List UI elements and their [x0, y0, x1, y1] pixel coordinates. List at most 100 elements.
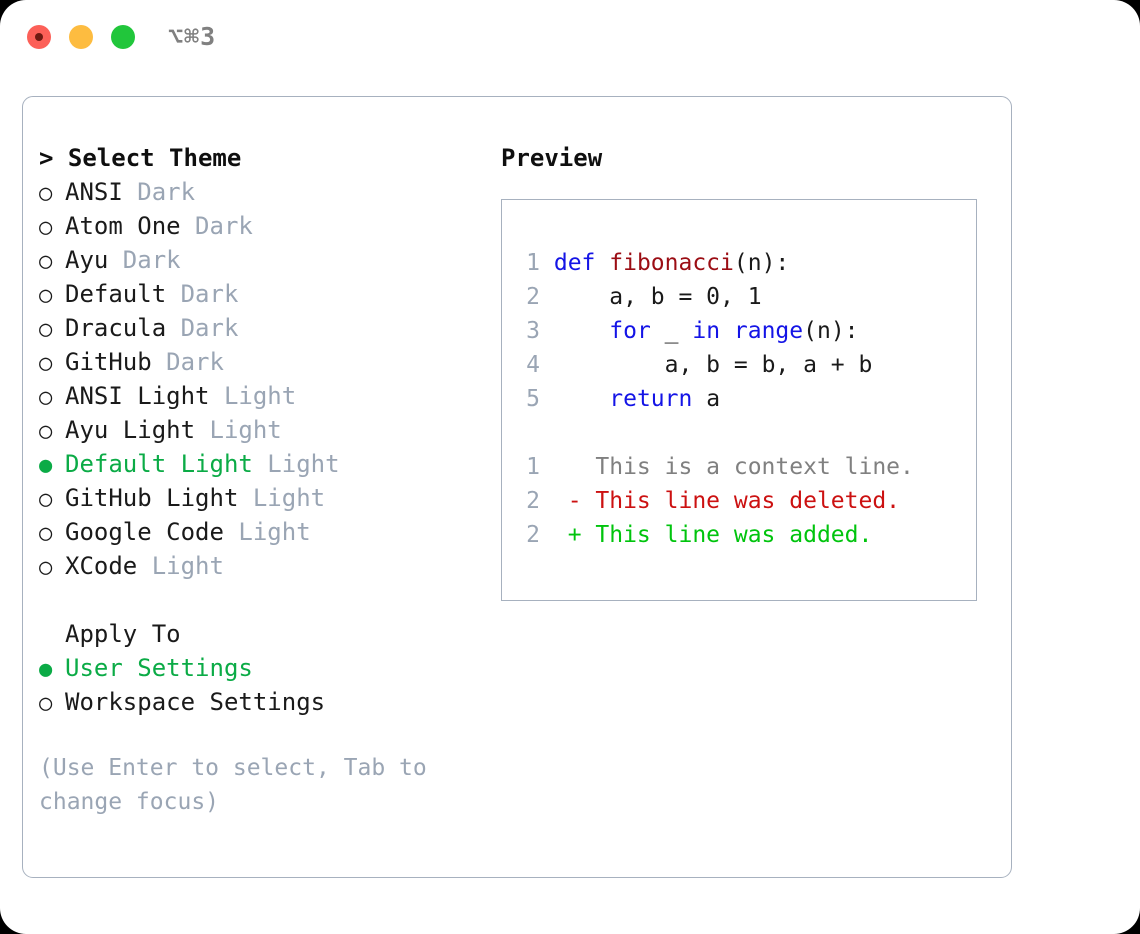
- radio-unselected-icon: ○: [39, 419, 53, 444]
- theme-option-label: ANSI Light: [65, 382, 210, 410]
- theme-list-column: > Select Theme ○ANSI Dark○Atom One Dark○…: [39, 141, 491, 819]
- radio-unselected-icon: ○: [39, 283, 53, 308]
- theme-option[interactable]: ○ Atom One Dark: [39, 209, 491, 243]
- theme-option-tag: Dark: [180, 212, 253, 240]
- theme-option[interactable]: ○ Dracula Dark: [39, 311, 491, 345]
- apply-to-option-label: Workspace Settings: [65, 688, 326, 716]
- diff-line: 1 This is a context line.: [516, 450, 914, 484]
- theme-option-tag: Light: [209, 382, 297, 410]
- code-line: 3 for _ in range(n):: [516, 314, 914, 348]
- traffic-lights: [27, 25, 135, 49]
- select-theme-heading: > Select Theme: [39, 141, 491, 175]
- radio-unselected-icon: ○: [39, 215, 53, 240]
- preview-heading: Preview: [501, 144, 603, 172]
- line-number: 1: [526, 454, 540, 480]
- theme-option-tag: Dark: [166, 314, 239, 342]
- code-line: 2 a, b = 0, 1: [516, 280, 914, 314]
- line-number: 1: [526, 250, 540, 276]
- maximize-button[interactable]: [111, 25, 135, 49]
- theme-option-tag: Dark: [108, 246, 181, 274]
- radio-unselected-icon: ○: [39, 487, 53, 512]
- diff-marker: -: [540, 488, 596, 514]
- theme-option-label: Ayu: [65, 246, 109, 274]
- radio-selected-icon: ●: [39, 657, 53, 682]
- theme-option-label: Atom One: [65, 212, 181, 240]
- apply-to-option[interactable]: ○ Workspace Settings: [39, 685, 491, 719]
- theme-option[interactable]: ●Default Light Light: [39, 447, 491, 481]
- code-token: (n):: [803, 318, 859, 344]
- theme-option[interactable]: ○ XCode Light: [39, 549, 491, 583]
- code-token: for: [553, 318, 665, 344]
- theme-option-label: Dracula: [65, 314, 167, 342]
- code-token: in: [692, 318, 734, 344]
- code-token: def: [553, 250, 610, 276]
- theme-option[interactable]: ○ Ayu Light Light: [39, 413, 491, 447]
- theme-option[interactable]: ○Google Code Light: [39, 515, 491, 549]
- theme-option-label: XCode: [65, 552, 138, 580]
- line-number: 4: [526, 352, 540, 378]
- code-line: 1 def fibonacci(n):: [516, 246, 914, 280]
- theme-option-tag: Light: [137, 552, 224, 580]
- line-number: 3: [526, 318, 540, 344]
- diff-text: This line was added.: [595, 522, 873, 548]
- preview-column: Preview 1 def fibonacci(n):2 a, b = 0, 1…: [501, 141, 997, 601]
- radio-unselected-icon: ○: [39, 351, 53, 376]
- theme-option[interactable]: ○GitHub Light Light: [39, 481, 491, 515]
- code-token: range: [733, 318, 804, 344]
- code-token: fibonacci: [609, 250, 734, 276]
- diff-text: This is a context line.: [595, 454, 914, 480]
- theme-option[interactable]: ○ Ayu Dark: [39, 243, 491, 277]
- line-number: 2: [526, 488, 540, 514]
- close-button[interactable]: [27, 25, 51, 49]
- theme-option-label: Google Code: [65, 518, 224, 546]
- radio-unselected-icon: ○: [39, 555, 53, 580]
- radio-unselected-icon: ○: [39, 691, 53, 716]
- theme-option-tag: Light: [238, 484, 326, 512]
- theme-option-label: Ayu Light: [65, 416, 196, 444]
- theme-option[interactable]: ○ Default Dark: [39, 277, 491, 311]
- code-token: _: [664, 318, 693, 344]
- apply-to-option[interactable]: ● User Settings: [39, 651, 491, 685]
- theme-option[interactable]: ○ANSI Dark: [39, 175, 491, 209]
- diff-text: This line was deleted.: [595, 488, 901, 514]
- theme-option-label: Default Light: [65, 450, 253, 478]
- select-theme-heading-label: Select Theme: [67, 144, 242, 172]
- caret-prompt-icon: >: [39, 144, 68, 172]
- radio-unselected-icon: ○: [39, 317, 53, 342]
- diff-marker: [540, 454, 595, 480]
- line-number: 2: [526, 522, 540, 548]
- diff-line: 2 + This line was added.: [516, 518, 914, 552]
- minimize-button[interactable]: [69, 25, 93, 49]
- keyboard-hint-text: (Use Enter to select, Tab to change focu…: [39, 755, 427, 815]
- theme-option-tag: Dark: [151, 348, 224, 376]
- radio-unselected-icon: ○: [39, 181, 53, 206]
- radio-unselected-icon: ○: [39, 249, 53, 274]
- theme-option-label: GitHub: [65, 348, 152, 376]
- list-spacer: [39, 583, 491, 617]
- theme-option-tag: Light: [195, 416, 282, 444]
- code-token: return: [553, 386, 707, 412]
- line-number: 5: [526, 386, 540, 412]
- title-bar: ⌥⌘3: [0, 0, 1140, 78]
- apply-to-heading-label: Apply To: [65, 620, 181, 648]
- code-token: a: [706, 386, 721, 412]
- theme-option-label: Default: [65, 280, 167, 308]
- theme-list: ○ANSI Dark○Atom One Dark○Ayu Dark○Defaul…: [39, 175, 491, 583]
- apply-to-heading: Apply To: [39, 617, 491, 651]
- theme-selector-panel: > Select Theme ○ANSI Dark○Atom One Dark○…: [22, 96, 1012, 878]
- diff-line: 2 - This line was deleted.: [516, 484, 914, 518]
- apply-to-option-label: User Settings: [65, 654, 253, 682]
- theme-option-tag: Light: [252, 450, 340, 478]
- code-token: a, b = b, a + b: [553, 352, 873, 378]
- theme-option[interactable]: ○ GitHub Dark: [39, 345, 491, 379]
- theme-option-tag: Light: [223, 518, 311, 546]
- theme-option[interactable]: ○ANSI Light Light: [39, 379, 491, 413]
- code-line: 4 a, b = b, a + b: [516, 348, 914, 382]
- theme-option-tag: Dark: [166, 280, 239, 308]
- apply-to-list: ● User Settings ○ Workspace Settings: [39, 651, 491, 719]
- diff-marker: +: [540, 522, 596, 548]
- keyboard-shortcut-label: ⌥⌘3: [168, 22, 217, 51]
